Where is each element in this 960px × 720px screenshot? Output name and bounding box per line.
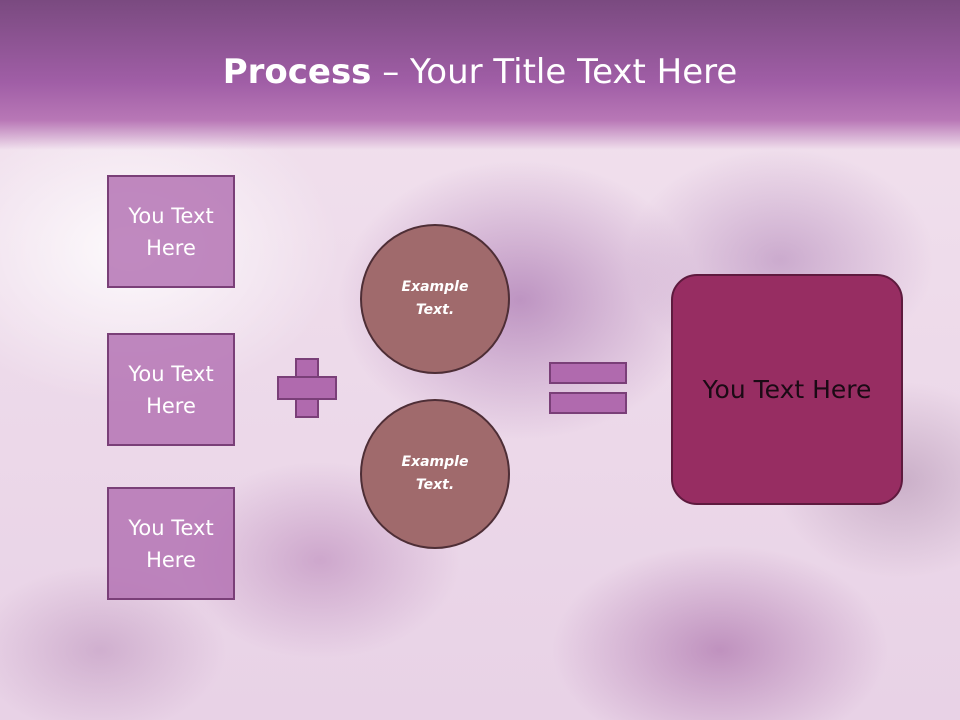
example-circle-label: Example Text. — [401, 454, 469, 493]
title-banner — [0, 0, 960, 150]
left-text-box-label: You Text Here — [128, 361, 214, 418]
example-circle-1[interactable]: Example Text. — [360, 224, 510, 374]
left-text-box-1[interactable]: You Text Here — [107, 175, 235, 288]
slide-title: Process – Your Title Text Here — [0, 52, 960, 92]
example-circle-label: Example Text. — [401, 279, 469, 318]
left-text-box-3[interactable]: You Text Here — [107, 487, 235, 600]
equals-icon-top-bar — [549, 362, 627, 384]
left-text-box-label: You Text Here — [128, 203, 214, 260]
result-box-label: You Text Here — [702, 375, 872, 404]
left-text-box-2[interactable]: You Text Here — [107, 333, 235, 446]
title-bold: Process — [222, 52, 372, 92]
title-rest: – Your Title Text Here — [371, 52, 738, 92]
equals-icon-bottom-bar — [549, 392, 627, 414]
example-circle-2[interactable]: Example Text. — [360, 399, 510, 549]
plus-icon-center — [297, 378, 317, 398]
result-box[interactable]: You Text Here — [671, 274, 903, 505]
left-text-box-label: You Text Here — [128, 515, 214, 572]
